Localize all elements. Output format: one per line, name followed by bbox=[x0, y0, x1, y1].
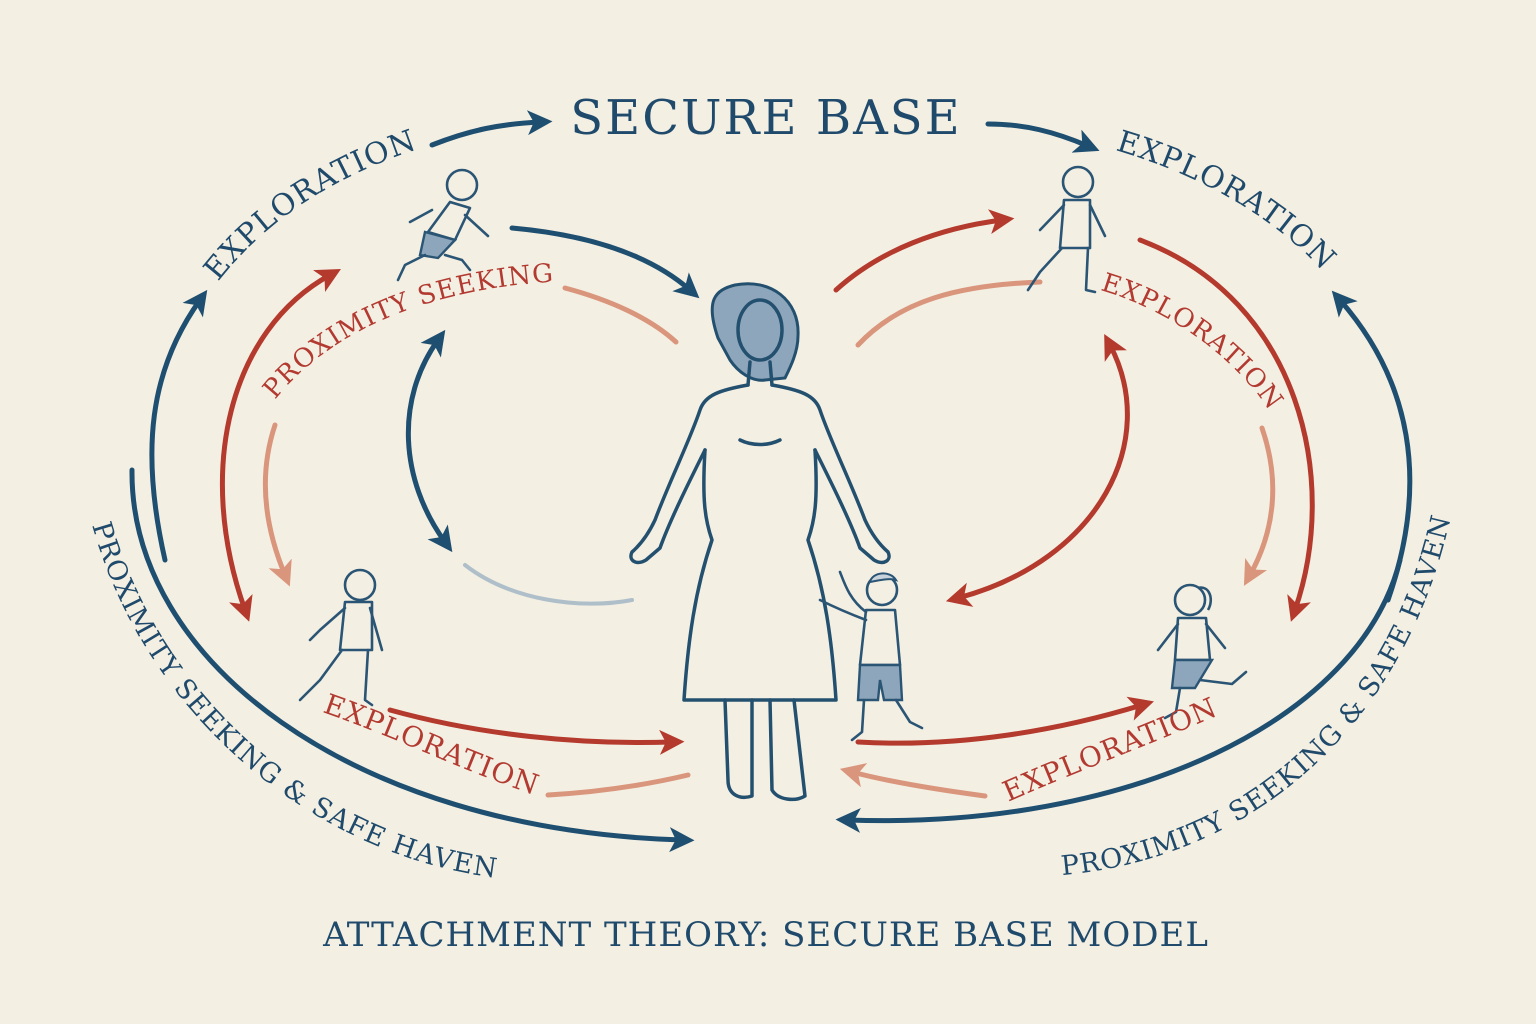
child-legs bbox=[850, 698, 924, 742]
child-shirt bbox=[858, 608, 902, 667]
mother-neck bbox=[746, 360, 774, 387]
label-safe-haven-left: PROXIMITY SEEKING & SAFE HAVEN bbox=[85, 518, 500, 885]
arc-inner-top-to-mother bbox=[509, 225, 700, 299]
arc-red-inner-right-double bbox=[945, 333, 1130, 607]
child-top-left bbox=[396, 168, 490, 282]
child-arms bbox=[818, 570, 868, 622]
arc-red-bottom-right bbox=[855, 696, 1154, 746]
arc-pale-upper-left bbox=[562, 285, 679, 345]
label-exploration-bottom-left: EXPLORATION bbox=[320, 687, 544, 801]
mother-legs bbox=[723, 698, 807, 802]
arc-pale-left-down bbox=[262, 422, 292, 587]
mother-head bbox=[736, 298, 784, 362]
mother-left-arm bbox=[629, 383, 750, 565]
arc-pale-right-down bbox=[1243, 425, 1276, 586]
label-exploration-top-right: EXPLORATION bbox=[1113, 124, 1343, 277]
arc-red-left-double bbox=[219, 268, 341, 622]
arc-outer-right bbox=[1331, 290, 1413, 603]
child-with-mother bbox=[818, 570, 924, 742]
child-top-right bbox=[1026, 165, 1107, 294]
arc-outer-left-up bbox=[149, 289, 208, 563]
arc-red-bottom-left bbox=[387, 707, 685, 755]
arc-outer-left-bottom bbox=[129, 467, 695, 853]
arc-top-right bbox=[985, 121, 1100, 153]
arc-pale-bottom-left bbox=[545, 772, 691, 798]
arc-top-left bbox=[429, 110, 553, 148]
diagram-title: SECURE BASE bbox=[570, 90, 961, 146]
mother-dress bbox=[682, 448, 838, 702]
child-bottom-left bbox=[298, 568, 384, 707]
arc-red-outer-right bbox=[1137, 237, 1315, 622]
child-bottom-right bbox=[1156, 583, 1248, 720]
arc-pale-upper-right bbox=[855, 279, 1043, 348]
mother-dress-detail bbox=[738, 438, 782, 447]
mother-hair bbox=[710, 282, 800, 382]
mother-figure bbox=[629, 282, 891, 802]
child-shorts bbox=[856, 663, 904, 702]
child-hair bbox=[868, 572, 899, 584]
label-exploration-top-left: EXPLORATION bbox=[197, 123, 421, 287]
arc-inner-left-double bbox=[405, 329, 453, 553]
diagram-caption: ATTACHMENT THEORY: SECURE BASE MODEL bbox=[322, 915, 1209, 955]
arc-red-top-right bbox=[833, 209, 1015, 293]
arc-pale-bottom-right bbox=[839, 763, 988, 799]
mother-right-arm bbox=[770, 383, 891, 565]
arc-outer-right-bottom bbox=[835, 557, 1403, 833]
arc-inner-left-fade bbox=[463, 563, 634, 606]
label-proximity-seeking-upper: PROXIMITY SEEKING bbox=[257, 259, 555, 405]
